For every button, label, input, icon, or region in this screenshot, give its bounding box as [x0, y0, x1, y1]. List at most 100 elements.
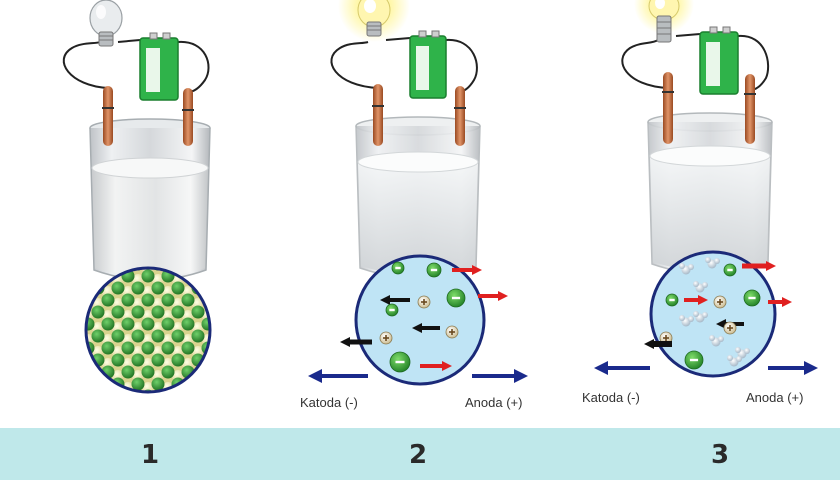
cathode-label-panel-2: Katoda (-): [300, 395, 358, 410]
lattice-anion: [121, 317, 135, 331]
lattice-anion: [151, 281, 165, 295]
wire: [330, 41, 379, 89]
crystal-lattice-inset: [84, 258, 244, 406]
panel-3-beaker-setup: [594, 0, 818, 378]
lattice-anion: [222, 390, 235, 403]
lattice-cation: [92, 274, 104, 286]
lattice-anion: [131, 329, 145, 343]
positive-ion-icon: [713, 295, 727, 309]
arrow-to-anode: [420, 361, 452, 371]
light-bulb-icon: [648, 0, 680, 43]
lattice-anion: [161, 341, 175, 355]
positive-ion-icon: [417, 295, 431, 309]
lattice-anion: [181, 341, 195, 355]
lattice-anion: [141, 269, 155, 283]
panel-number-3: 3: [710, 440, 730, 470]
anode-label-panel-2: Anoda (+): [465, 395, 523, 410]
ion-inset: [644, 250, 792, 378]
lattice-cation: [222, 262, 234, 274]
lattice-cation: [232, 394, 244, 406]
lattice-cation: [232, 298, 244, 310]
wire: [445, 38, 478, 93]
electrode-left: [662, 72, 674, 144]
battery-icon: [409, 30, 447, 99]
lattice-anion: [171, 305, 185, 319]
wire: [621, 39, 669, 89]
beaker: [355, 116, 481, 279]
lattice-cation: [232, 370, 244, 382]
water-molecule-icon: [709, 335, 724, 347]
arrow-to-cathode: [644, 339, 672, 349]
positive-ion-icon: [723, 321, 737, 335]
lattice-anion: [121, 293, 135, 307]
water-molecule-icon: [735, 347, 750, 359]
arrow-to-cathode: [412, 323, 440, 333]
lattice-anion: [151, 305, 165, 319]
lattice-cation: [232, 346, 244, 358]
lattice-anion: [101, 317, 115, 331]
anode-direction-arrow: [768, 361, 818, 375]
lattice-anion: [91, 377, 105, 391]
lattice-cation: [202, 382, 210, 392]
lattice-anion: [86, 365, 95, 379]
lattice-anion: [151, 353, 165, 367]
negative-ion-icon: [391, 261, 405, 275]
water-molecule-icon: [693, 311, 708, 323]
lattice-anion: [222, 270, 235, 283]
wire: [177, 40, 210, 93]
lattice-anion: [111, 305, 125, 319]
lattice-cation: [222, 310, 234, 322]
lattice-cation: [86, 286, 94, 298]
lattice-anion: [212, 330, 225, 343]
lattice-cation: [222, 358, 234, 370]
lattice-cation: [172, 394, 184, 406]
electrode-right: [182, 88, 194, 146]
lattice-anion: [121, 365, 135, 379]
lattice-anion: [151, 329, 165, 343]
lattice-anion: [131, 305, 145, 319]
cathode-label-panel-3: Katoda (-): [582, 390, 640, 405]
lattice-anion: [222, 294, 235, 307]
positive-ion-icon: [445, 325, 459, 339]
lattice-anion: [86, 317, 95, 331]
lattice-anion: [161, 293, 175, 307]
lattice-cation: [232, 322, 244, 334]
negative-ion-icon: [389, 351, 411, 373]
negative-ion-icon: [665, 293, 679, 307]
beaker: [89, 118, 211, 281]
lattice-cation: [132, 394, 144, 406]
water-molecule-icon: [679, 315, 694, 327]
electrode-left: [102, 86, 114, 146]
anode-label-panel-3: Anoda (+): [746, 390, 804, 405]
solution-clear: [650, 156, 770, 271]
lattice-cation: [86, 268, 94, 274]
lattice-anion: [201, 389, 210, 392]
solution-milky: [92, 168, 208, 277]
lattice-anion: [101, 389, 115, 392]
lattice-cation: [212, 394, 224, 406]
lattice-anion: [86, 269, 95, 283]
cathode-direction-arrow: [308, 369, 368, 383]
battery-icon: [139, 32, 179, 101]
lattice-cation: [212, 298, 224, 310]
lattice-cation: [152, 394, 164, 406]
lattice-anion: [191, 329, 205, 343]
wire: [62, 41, 109, 89]
lattice-anion: [212, 282, 225, 295]
lattice-anion: [86, 389, 95, 392]
light-bulb-icon: [89, 0, 123, 47]
lattice-anion: [171, 329, 185, 343]
lattice-anion: [131, 377, 145, 391]
ion-inset: [340, 254, 508, 386]
lattice-anion: [181, 293, 195, 307]
lattice-anion: [212, 258, 225, 271]
lattice-anion: [181, 317, 195, 331]
light-bulb-icon: [357, 0, 391, 37]
arrow-to-cathode: [340, 337, 372, 347]
lattice-cation: [222, 382, 234, 394]
negative-ion-icon: [684, 350, 704, 370]
cathode-direction-arrow: [594, 361, 650, 375]
panel-number-2: 2: [408, 440, 428, 470]
arrow-to-anode: [768, 297, 792, 307]
